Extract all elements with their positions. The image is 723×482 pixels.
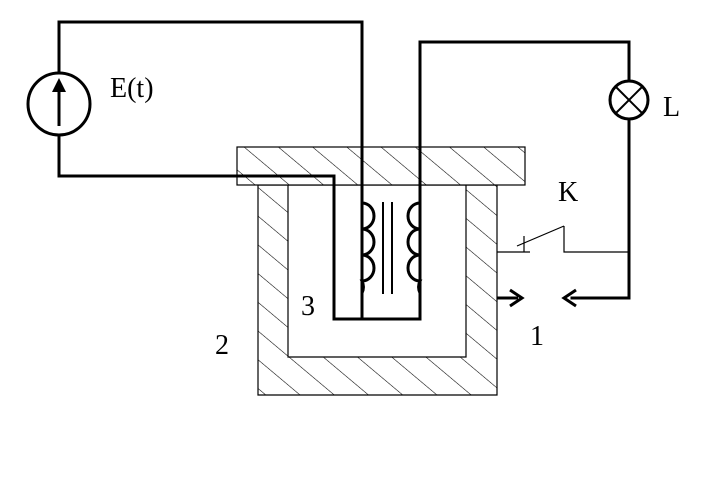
lamp-return-wire	[570, 118, 631, 300]
source-return-wire	[57, 124, 422, 321]
top-plate	[236, 146, 526, 186]
lamp-circuit-wire	[418, 40, 631, 207]
source-label: E(t)	[110, 73, 154, 104]
core-label: 2	[215, 330, 229, 361]
source-circuit-wire	[57, 20, 364, 207]
inductor-coil-icon	[359, 201, 423, 319]
contact-label: 1	[530, 321, 544, 352]
right-arrowhead-icon	[561, 288, 577, 308]
left-arrowhead-icon	[497, 288, 525, 308]
lamp-cross-icon	[608, 79, 650, 121]
current-source-icon	[26, 71, 92, 137]
switch-k	[497, 225, 629, 253]
u-core	[257, 184, 498, 396]
coil-label: 3	[301, 291, 315, 322]
lamp-label: L	[663, 92, 680, 123]
switch-label: K	[558, 177, 578, 208]
